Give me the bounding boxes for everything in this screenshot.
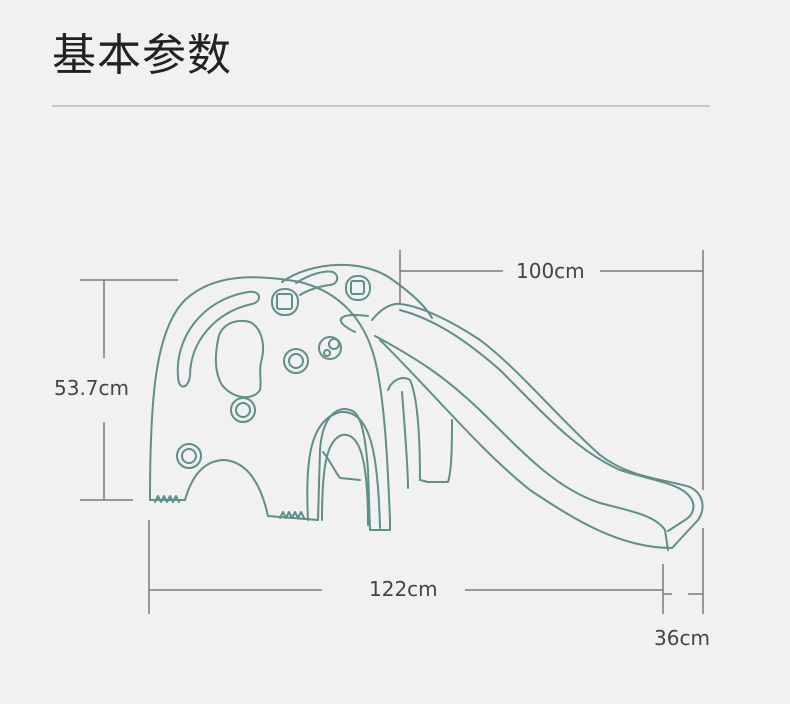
slide-length-dimension-label: 100cm [516, 259, 585, 283]
elephant-slide-drawing [149, 263, 704, 551]
height-dimension-label: 53.7cm [54, 376, 130, 400]
width-dimension-label: 36cm [654, 626, 710, 650]
total-length-dimension-label: 122cm [369, 577, 438, 601]
page-title: 基本参数 [52, 30, 232, 81]
dimension-lines [80, 250, 704, 614]
title-divider [52, 105, 710, 107]
